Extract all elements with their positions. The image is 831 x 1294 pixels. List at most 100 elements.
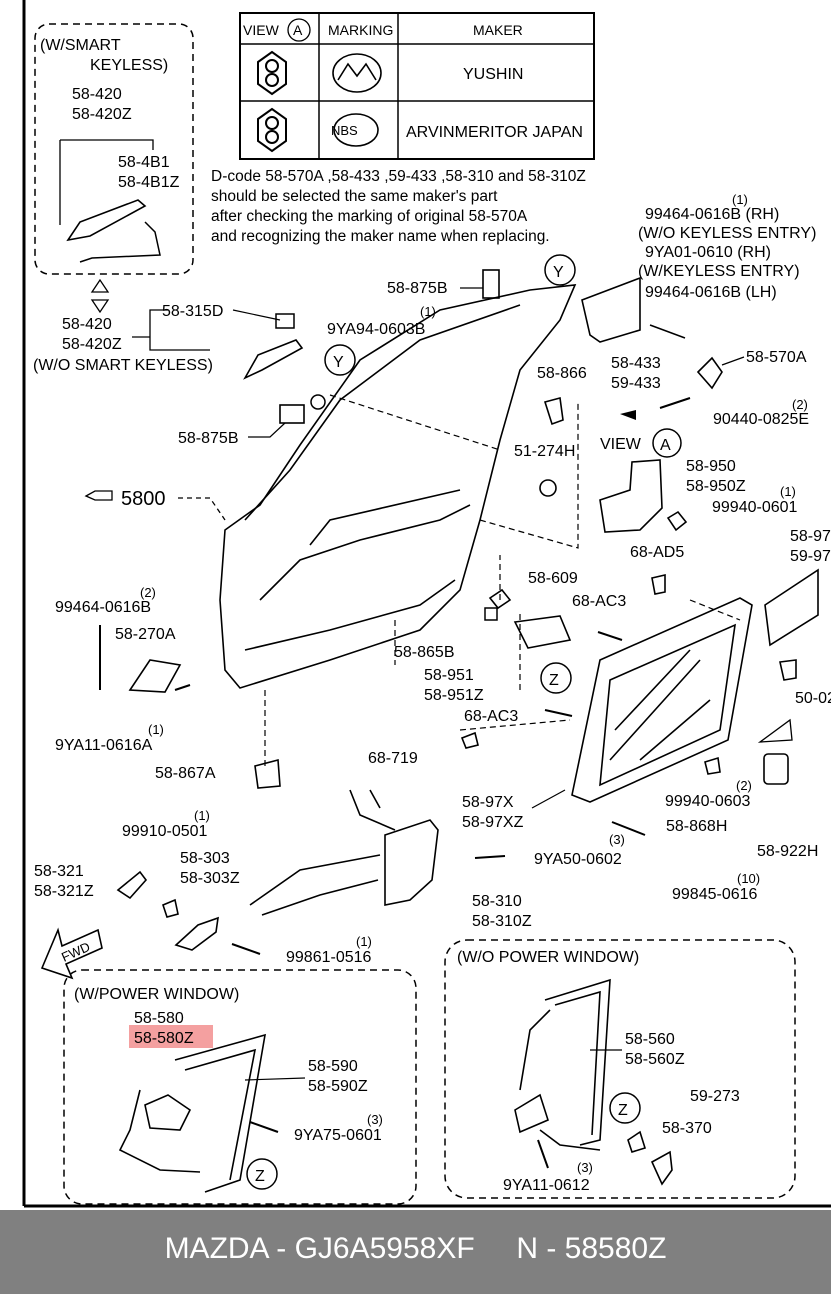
label-58-570a: 58-570A xyxy=(746,349,807,366)
label-58-580z: 58-580Z xyxy=(134,1030,194,1047)
label-58-303z: 58-303Z xyxy=(180,870,240,887)
label-5800: 5800 xyxy=(121,488,166,510)
door-lock-actuator-shape xyxy=(249,789,439,916)
label-68-719: 68-719 xyxy=(368,750,418,767)
outer-handle-b-shape xyxy=(243,339,304,380)
label-58-875b-top: 58-875B xyxy=(387,280,448,297)
view-z-marker-2: Z xyxy=(255,1168,265,1185)
label-58-420: 58-420 xyxy=(72,86,122,103)
hand-pointer-icon xyxy=(84,490,113,501)
qty-9ya50: (3) xyxy=(609,832,625,847)
smart-keyless-box: (W/SMART KEYLESS) xyxy=(34,23,194,275)
label-59-433: 59-433 xyxy=(611,375,661,392)
label-58-321: 58-321 xyxy=(34,863,84,880)
qty-90440: (2) xyxy=(792,397,808,412)
label-58-875b-left: 58-875B xyxy=(178,430,239,447)
label-9ya11-0612: 9YA11-0612 xyxy=(503,1177,590,1194)
view-z-marker-3: Z xyxy=(618,1102,628,1119)
replacement-note: D-code 58-570A ,58-433 ,59-433 ,58-310 a… xyxy=(211,168,586,245)
power-window-title: (W/POWER WINDOW) xyxy=(74,986,239,1003)
manual-regulator-shape xyxy=(514,978,611,1151)
label-50-022b: 50-022B xyxy=(795,690,831,707)
view-z-marker-1: Z xyxy=(549,672,559,689)
wo-power-window-box: (W/O POWER WINDOW) xyxy=(444,939,796,1199)
note-line-4: and recognizing the maker name when repl… xyxy=(211,228,550,245)
window-crank-shape xyxy=(650,1150,673,1186)
label-58-590: 58-590 xyxy=(308,1058,358,1075)
label-59-273: 59-273 xyxy=(690,1088,740,1105)
label-99861-0516: 99861-0516 xyxy=(286,949,372,966)
label-58-310: 58-310 xyxy=(472,893,522,910)
table-header-maker: MAKER xyxy=(473,22,523,38)
label-9ya94-0603b: 9YA94-0603B xyxy=(327,321,425,338)
note-line-2: should be selected the same maker's part xyxy=(211,188,498,205)
label-58-97x: 58-97X xyxy=(462,794,514,811)
label-58-922h: 58-922H xyxy=(757,843,818,860)
power-regulator-shape xyxy=(118,1033,267,1193)
label-58-420-b: 58-420 xyxy=(62,316,112,333)
label-58-580: 58-580 xyxy=(134,1010,184,1027)
qty-99845: (10) xyxy=(737,871,760,886)
qty-99464-rh: (1) xyxy=(732,192,748,207)
double-arrow-icon xyxy=(90,278,110,314)
label-58-310z: 58-310Z xyxy=(472,913,532,930)
label-58-973: 58-973 xyxy=(790,528,831,545)
view-y-marker-2: Y xyxy=(553,264,564,281)
label-58-270a: 58-270A xyxy=(115,626,176,643)
label-68-ad5: 68-AD5 xyxy=(630,544,684,561)
label-58-321z: 58-321Z xyxy=(34,883,94,900)
lock-striker-shape xyxy=(581,276,641,343)
mazda-logo-icon xyxy=(332,53,382,93)
label-99940-0601: 99940-0601 xyxy=(712,499,798,516)
outer-handle-shape xyxy=(66,199,147,242)
label-99910-0501: 99910-0501 xyxy=(122,823,208,840)
qty-99940-0603: (2) xyxy=(736,778,752,793)
label-58-867a: 58-867A xyxy=(155,765,216,782)
label-58-315d: 58-315D xyxy=(162,303,223,320)
label-58-560: 58-560 xyxy=(625,1031,675,1048)
label-58-951: 58-951 xyxy=(424,667,474,684)
label-58-303: 58-303 xyxy=(180,850,230,867)
power-window-box: (W/POWER WINDOW) xyxy=(63,969,417,1205)
label-9ya50-0602: 9YA50-0602 xyxy=(534,851,622,868)
footer-bar: MAZDA - GJ6A5958XF N - 58580Z xyxy=(0,1210,831,1294)
nbs-marking-ring xyxy=(333,113,379,147)
label-99845-0616: 99845-0616 xyxy=(672,886,758,903)
wo-power-window-title: (W/O POWER WINDOW) xyxy=(457,949,639,966)
table-header-marking: MARKING xyxy=(328,22,393,38)
label-68-ac3-top: 68-AC3 xyxy=(572,593,626,610)
dashed-leaders xyxy=(264,394,741,770)
qty-99910: (1) xyxy=(194,808,210,823)
label-58-370: 58-370 xyxy=(662,1120,712,1137)
maker-arvinmeritor: ARVINMERITOR JAPAN xyxy=(406,124,583,141)
label-58-950z: 58-950Z xyxy=(686,478,746,495)
qty-99940-0601: (1) xyxy=(780,484,796,499)
label-w-keyless-entry: (W/KEYLESS ENTRY) xyxy=(638,263,800,280)
label-99464-0616b: 99464-0616B xyxy=(55,599,151,616)
label-58-560z: 58-560Z xyxy=(625,1051,685,1068)
label-58-420z-b: 58-420Z xyxy=(62,336,122,353)
label-59-973: 59-973 xyxy=(790,548,831,565)
label-58-951z: 58-951Z xyxy=(424,687,484,704)
view-a-arrow-icon xyxy=(620,410,636,420)
view-y-marker-1: Y xyxy=(333,354,344,371)
lock-cover-shape xyxy=(599,459,663,533)
label-view: VIEW xyxy=(600,436,642,453)
label-58-97xz: 58-97XZ xyxy=(462,814,524,831)
label-58-865b: 58-865B xyxy=(394,644,455,661)
label-51-274h: 51-274H xyxy=(514,443,575,460)
footer-part-number: MAZDA - GJ6A5958XF N - 58580Z xyxy=(164,1232,667,1265)
note-line-3: after checking the marking of original 5… xyxy=(211,208,528,225)
service-hole-cover-shape xyxy=(764,568,819,647)
label-58-609: 58-609 xyxy=(528,570,578,587)
label-99940-0603: 99940-0603 xyxy=(665,793,751,810)
inner-handle-shape xyxy=(174,916,219,951)
label-9ya01-0610: 9YA01-0610 (RH) xyxy=(645,244,771,261)
note-line-1: D-code 58-570A ,58-433 ,59-433 ,58-310 a… xyxy=(211,168,586,185)
smart-keyless-title-1: (W/SMART xyxy=(40,37,121,54)
label-58-866: 58-866 xyxy=(537,365,587,382)
maker-yushin: YUSHIN xyxy=(463,66,523,83)
marking-table: VIEW A MARKING MAKER NBS YUSHIN ARVINMER… xyxy=(239,12,595,160)
label-9ya75-0601: 9YA75-0601 xyxy=(294,1127,382,1144)
